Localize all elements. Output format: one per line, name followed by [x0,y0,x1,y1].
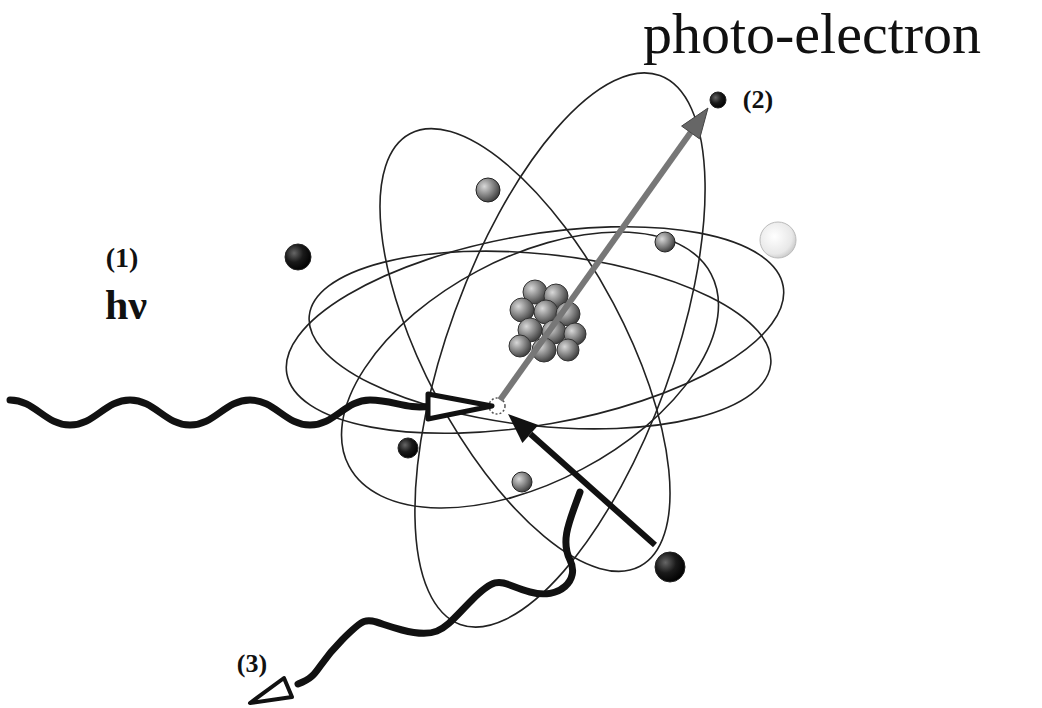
electrons [285,92,796,582]
transition-arrow [508,414,655,545]
photo-electron-arrow [500,108,708,400]
title-label: photo-electron [643,2,981,66]
emitted-photon [250,492,580,703]
callout-number: (3) [237,650,267,679]
electron-orbits [270,37,799,662]
symbol-label: hν [105,282,147,328]
callout-number: (2) [743,86,773,115]
callout-number: (1) [106,243,139,274]
incoming-photon [10,394,492,425]
